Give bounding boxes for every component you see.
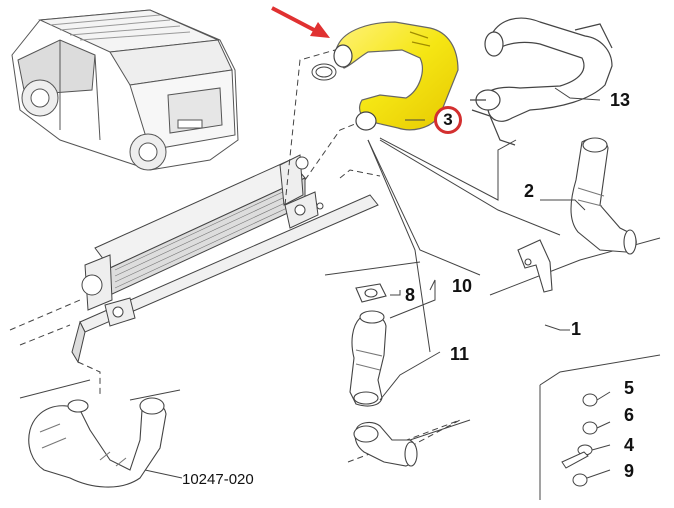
reference-code[interactable]: 10247-020 <box>182 471 254 488</box>
label-part-9[interactable]: 9 <box>624 461 635 481</box>
label-part-8[interactable]: 8 <box>405 285 416 305</box>
elbow-part-2[interactable] <box>570 137 637 255</box>
bracket-part-1[interactable] <box>517 239 553 293</box>
lower-hose-assembly[interactable] <box>28 397 183 488</box>
hose-part-13[interactable] <box>470 17 613 146</box>
callout-leaders <box>379 87 601 401</box>
label-part-11[interactable]: 11 <box>450 344 470 364</box>
red-arrow <box>271 6 330 38</box>
label-part-4[interactable]: 4 <box>624 435 635 455</box>
label-part-6[interactable]: 6 <box>624 405 635 425</box>
gasket-part-8[interactable] <box>355 283 387 303</box>
callout-badge-part-3[interactable]: 3 <box>434 106 462 134</box>
van-illustration <box>11 9 239 171</box>
label-part-2[interactable]: 2 <box>524 181 535 201</box>
elbow-part-11[interactable] <box>353 421 418 467</box>
highlighted-hose-part-3[interactable] <box>333 21 459 131</box>
label-part-1[interactable]: 1 <box>571 319 582 339</box>
assembly-leader-lines <box>9 49 661 500</box>
label-part-13[interactable]: 13 <box>610 90 631 110</box>
duct-part-10[interactable] <box>349 310 387 407</box>
hardware-group[interactable] <box>561 391 611 487</box>
intercooler <box>71 154 379 364</box>
label-part-5[interactable]: 5 <box>624 378 635 398</box>
label-part-10[interactable]: 10 <box>452 276 473 296</box>
callout-3-label: 3 <box>443 110 453 129</box>
hose-clamp <box>311 63 337 81</box>
